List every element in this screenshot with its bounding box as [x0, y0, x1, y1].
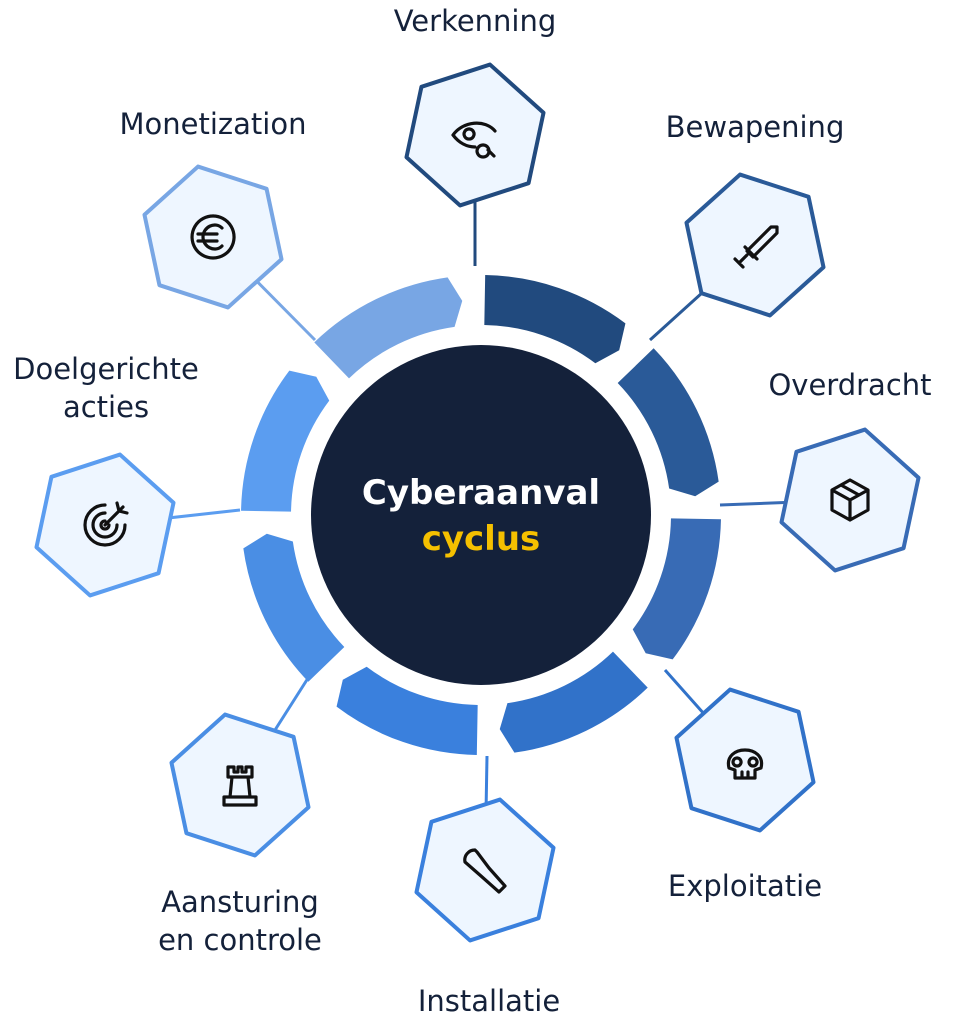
label-line: Doelgerichte: [13, 352, 199, 386]
ring-segment-3: [632, 518, 721, 660]
hexagon: [674, 687, 816, 833]
skull-icon: [727, 748, 763, 780]
ring-segment-1: [484, 275, 626, 364]
euro-coin-icon: [190, 214, 236, 260]
package-icon: [830, 478, 870, 522]
center-circle: [311, 345, 651, 685]
label-monetization: Monetization: [119, 107, 307, 141]
stage-node-7: [34, 452, 176, 598]
label-overdracht: Overdracht: [768, 368, 932, 402]
ring-segment-2: [617, 348, 719, 497]
stage-node-6: [169, 712, 311, 858]
label-line: en controle: [158, 923, 322, 957]
ring-segment-5: [336, 666, 478, 755]
eye-search-icon: [451, 121, 497, 159]
stage-node-2: [684, 172, 826, 318]
label-aansturing: Aansturing en controle: [158, 883, 322, 959]
ring-segment-8: [314, 277, 463, 379]
center-title-sub: cyclus: [421, 519, 541, 559]
label-line: Aansturing: [161, 885, 319, 919]
hexagon: [142, 164, 284, 310]
wrench-icon: [463, 848, 507, 894]
label-exploitatie: Exploitatie: [667, 869, 823, 903]
stage-node-1: [404, 62, 546, 208]
label-installatie: Installatie: [417, 984, 561, 1018]
sword-icon: [733, 225, 779, 269]
hexagon: [169, 712, 311, 858]
chess-rook-icon: [222, 765, 258, 807]
center-title: Cyberaanval cyclus: [362, 470, 600, 562]
ring-segment-6: [243, 533, 345, 682]
stage-node-3: [779, 427, 921, 573]
stage-node-4: [674, 687, 816, 833]
label-verkenning: Verkenning: [393, 4, 557, 38]
stage-node-5: [414, 797, 556, 943]
ring-segment-4: [499, 651, 648, 753]
stage-node-8: [142, 164, 284, 310]
hexagon: [414, 797, 556, 943]
center-title-main: Cyberaanval: [361, 473, 601, 513]
target-arrow-icon: [83, 501, 129, 547]
ring-segment-7: [241, 370, 330, 512]
label-line: acties: [62, 390, 150, 424]
label-bewapening: Bewapening: [665, 110, 845, 144]
label-doelgerichte-acties: Doelgerichte acties: [13, 350, 199, 426]
